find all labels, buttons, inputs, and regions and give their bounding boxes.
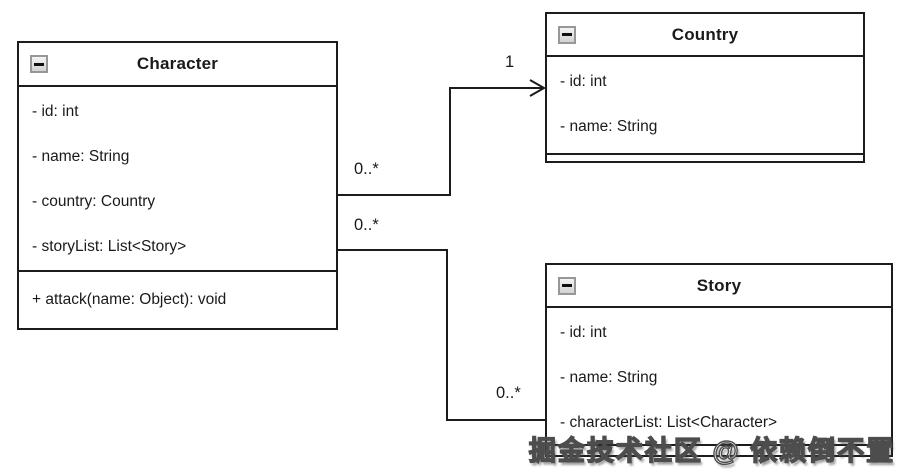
- field-name: - name: String: [32, 147, 130, 165]
- fields-compartment-country: - id: int - name: String: [547, 57, 863, 153]
- collapse-minus-icon[interactable]: [558, 25, 576, 44]
- class-title-country: Country: [671, 24, 739, 44]
- watermark-text: 掘金技术社区 @ 依赖倒不置: [528, 435, 896, 466]
- collapse-minus-icon[interactable]: [558, 276, 576, 295]
- methods-compartment-story-empty: [547, 444, 891, 454]
- field-name: - name: String: [560, 368, 658, 386]
- multiplicity-label-character-end-story-assoc: 0..*: [354, 216, 379, 234]
- minus-glyph: [562, 284, 572, 287]
- class-header-country: Country: [547, 14, 863, 57]
- open-arrowhead-icon: [529, 79, 547, 97]
- methods-compartment-character: + attack(name: Object): void: [19, 270, 336, 328]
- field-id: - id: int: [560, 323, 607, 341]
- multiplicity-label-country-end: 1: [505, 53, 515, 71]
- method-attack: + attack(name: Object): void: [32, 291, 227, 308]
- field-name: - name: String: [560, 117, 658, 135]
- minus-glyph: [562, 33, 572, 36]
- class-title-story: Story: [696, 275, 742, 295]
- field-id: - id: int: [32, 102, 79, 120]
- class-header-story: Story: [547, 265, 891, 308]
- collapse-minus-icon[interactable]: [30, 55, 48, 73]
- class-header-character: Character: [19, 43, 336, 87]
- multiplicity-label-character-end-country-assoc: 0..*: [354, 160, 379, 178]
- field-storylist: - storyList: List<Story>: [32, 237, 187, 255]
- methods-compartment-country-empty: [547, 153, 863, 161]
- class-box-country: Country - id: int - name: String: [545, 12, 865, 163]
- class-box-story: Story - id: int - name: String - charact…: [545, 263, 893, 457]
- field-id: - id: int: [560, 72, 607, 90]
- fields-compartment-story: - id: int - name: String - characterList…: [547, 308, 891, 444]
- field-country: - country: Country: [32, 192, 156, 210]
- multiplicity-label-story-end: 0..*: [496, 384, 521, 402]
- class-title-character: Character: [136, 54, 219, 73]
- minus-glyph: [34, 62, 44, 66]
- fields-compartment-character: - id: int - name: String - country: Coun…: [19, 87, 336, 270]
- field-characterlist: - characterList: List<Character>: [560, 413, 778, 431]
- class-box-character: Character - id: int - name: String - cou…: [17, 41, 338, 330]
